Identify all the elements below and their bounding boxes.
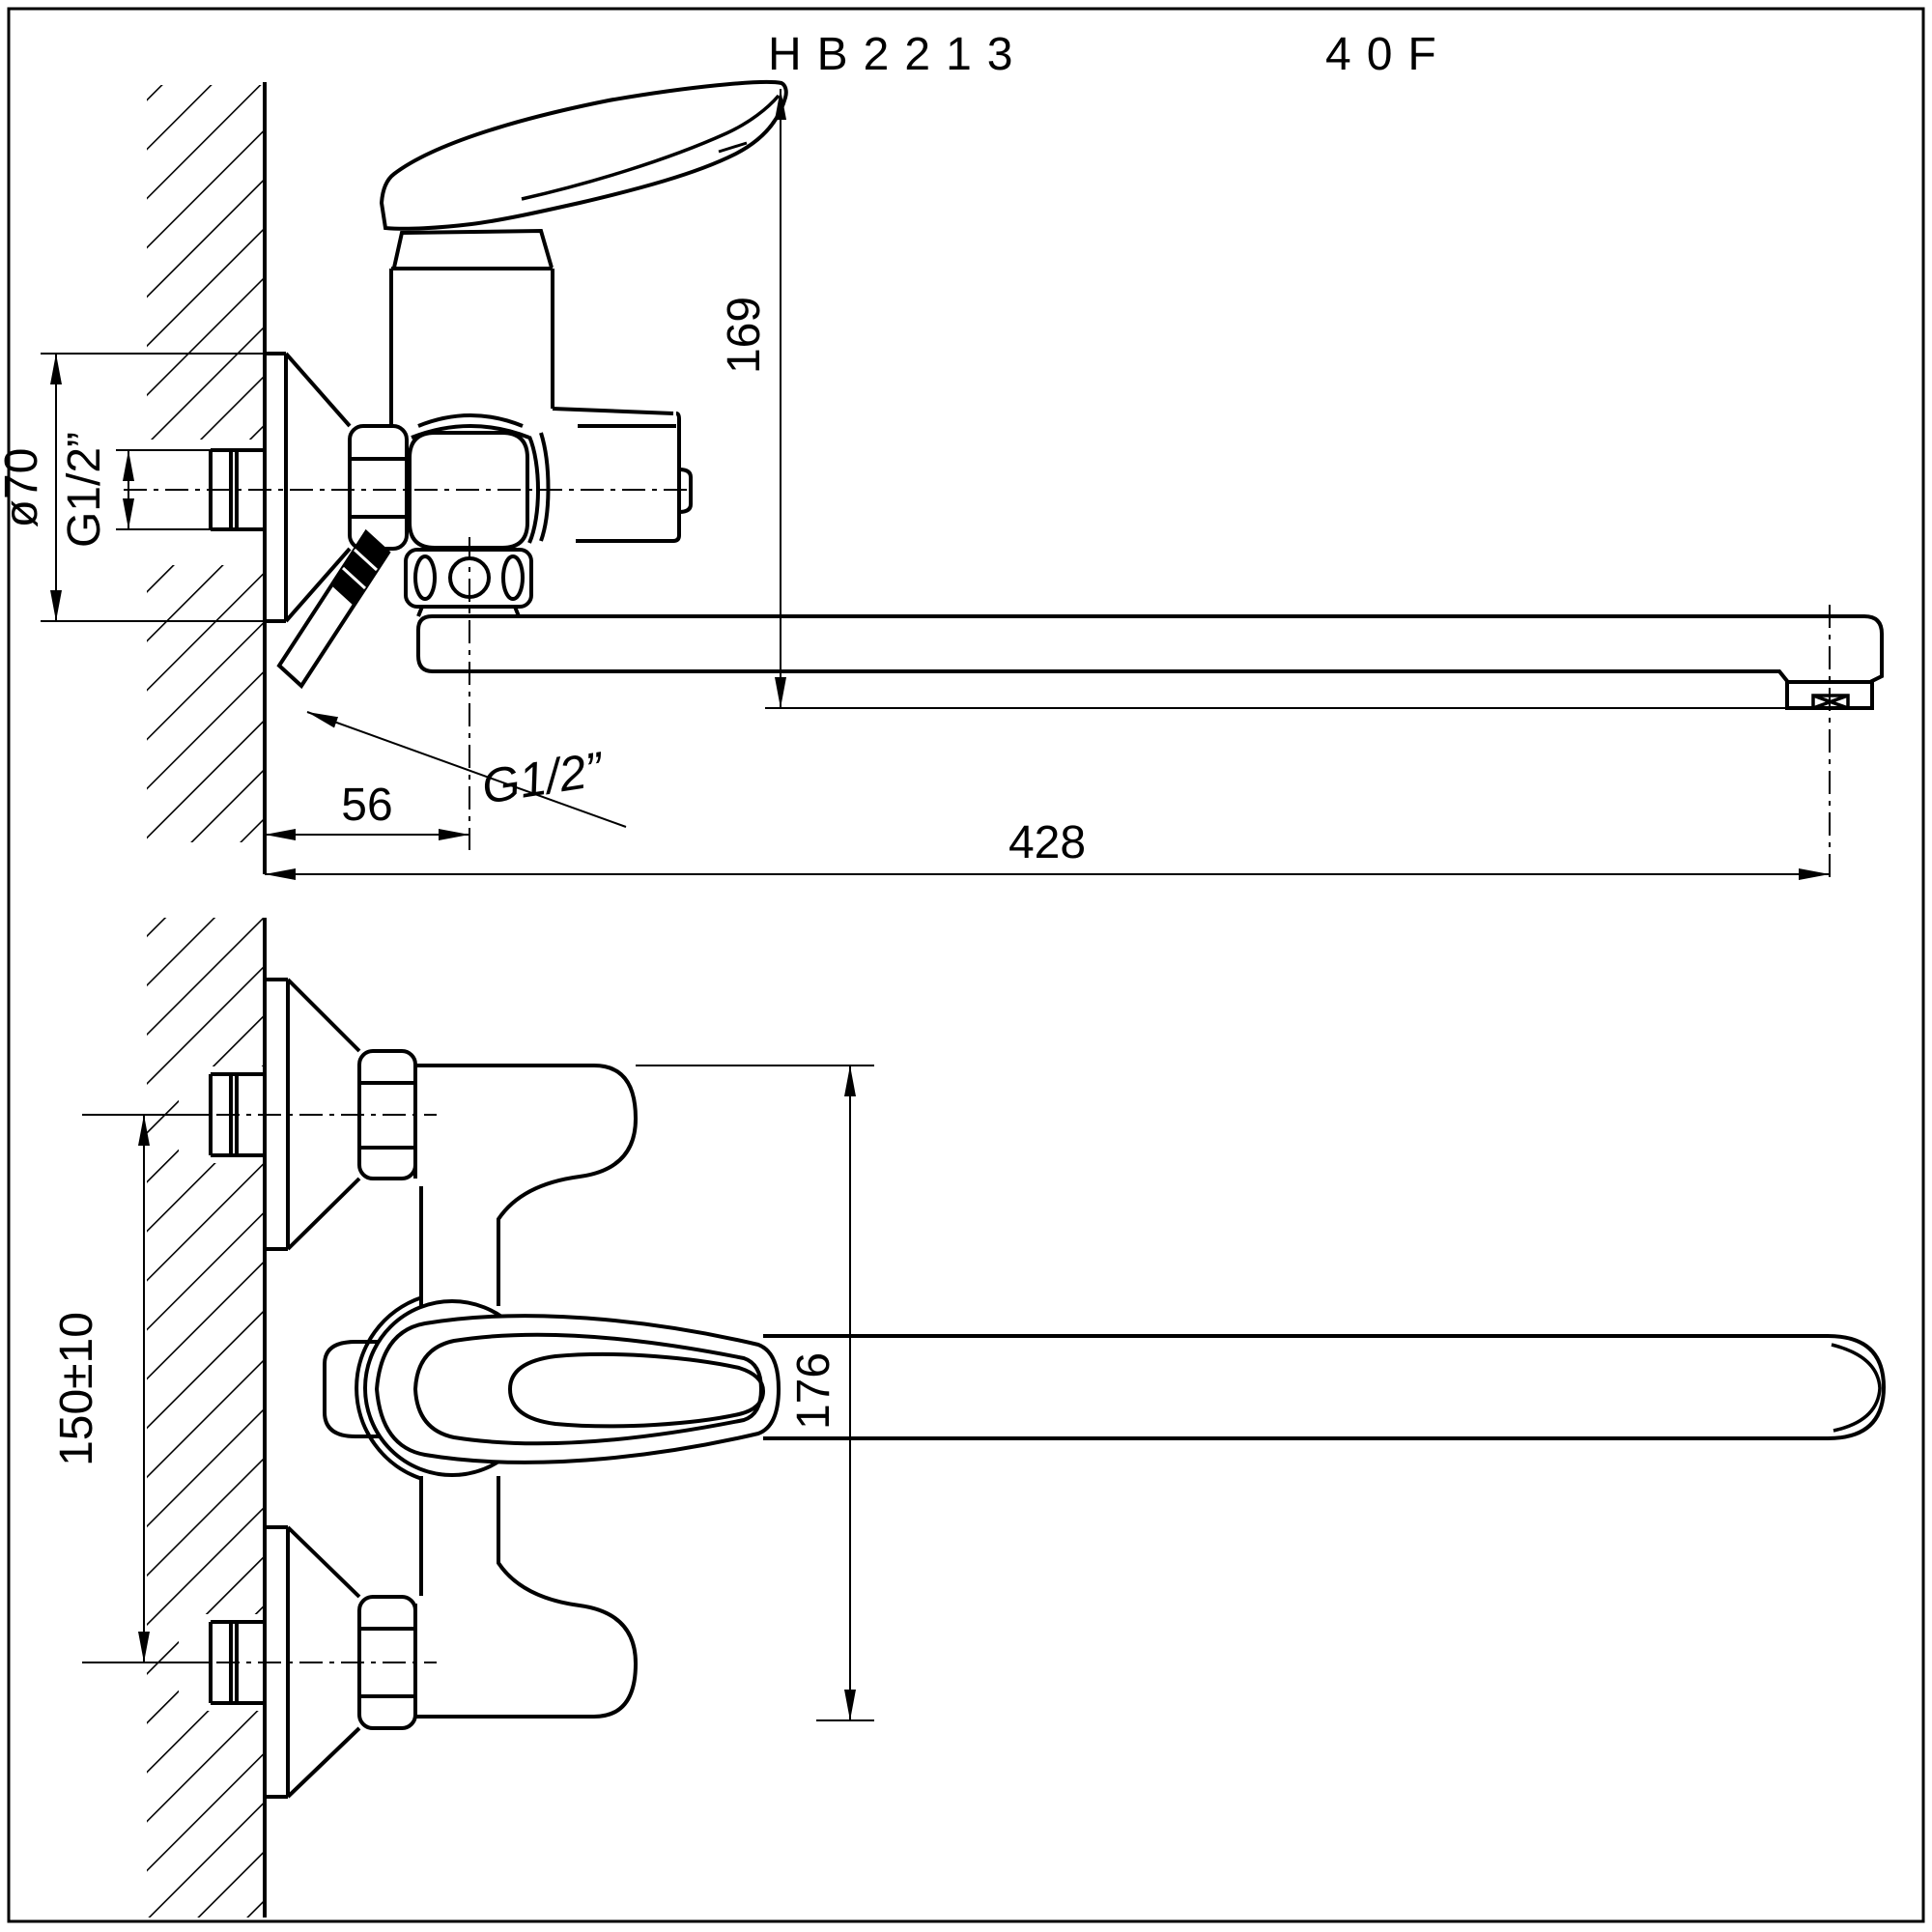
body-plan [413,1064,639,1719]
dim-reach-label: 428 [1009,817,1086,868]
sheet-border [7,7,1925,1923]
dimension-dia70: ø70 [0,353,265,622]
pivot-ball-side [408,413,551,550]
dimension-g12-inlet: G1/2” [59,432,211,548]
mixer-body-side [389,228,554,426]
dimension-428: 428 [265,817,1830,880]
dim-centers-label: 150±10 [51,1312,102,1466]
mounting-nut-side [348,424,409,551]
model-code: 40F [1325,29,1452,80]
spout-side [416,614,1884,710]
wall-section-plan [147,918,265,1918]
model-number: HB2213 [768,29,1028,80]
dimension-176: 176 [636,1065,874,1721]
handle-lever-side [379,80,788,231]
shower-outlet-stub [276,528,391,690]
handle-plan [374,1314,781,1464]
thread-outlet-label: G1/2” [478,742,609,814]
escutcheon-side [265,352,352,623]
side-view: 169 ø70 G1/2” G1/2” 56 428 [0,80,1884,884]
plan-view: 150±10 176 [51,918,1887,1918]
dimension-150: 150±10 [51,1114,205,1663]
diverter-knob-nub [678,468,693,514]
dim-flange-label: ø70 [0,448,47,528]
dimension-56: 56 [265,780,469,840]
title-block: HB2213 40F [768,29,1452,80]
spout-plan [763,1334,1887,1440]
dimension-169: 169 [719,89,1787,709]
wall-section-side [145,85,267,842]
body-hump-plan [323,1340,415,1438]
dim-wall-offset-label: 56 [341,780,392,831]
dim-height-label: 169 [719,297,770,374]
thread-inlet-label: G1/2” [59,432,110,548]
diverter-knob-side [552,407,693,543]
dim-body-span-label: 176 [788,1352,839,1430]
centerlines-side [124,489,1831,884]
